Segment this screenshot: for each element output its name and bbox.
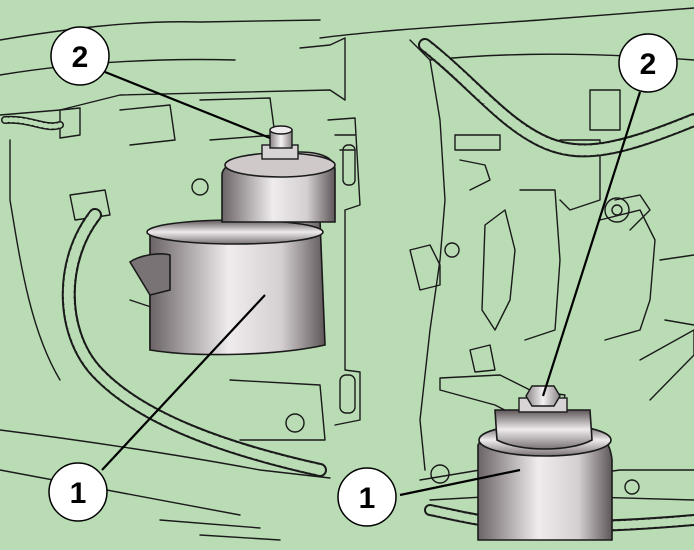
callout-label-left-2: 2	[72, 41, 89, 74]
leader-lines	[101, 70, 642, 497]
left-engine-mount	[128, 151, 336, 356]
leader-line-left-1	[101, 294, 266, 471]
leader-line-right-2	[541, 91, 642, 397]
leader-line-right-1	[399, 468, 521, 497]
callout-label-right-1: 1	[359, 482, 376, 515]
callout-left-1: 1	[48, 462, 108, 522]
right-engine-mount	[477, 409, 613, 541]
leader-line-left-2	[104, 70, 271, 140]
callout-label-left-1: 1	[70, 477, 87, 510]
callout-right-1: 1	[337, 467, 397, 527]
callout-left-2: 2	[50, 26, 110, 86]
left-mount-bolt	[261, 125, 299, 160]
right-mount-bolt	[518, 385, 568, 413]
callout-right-2: 2	[618, 33, 678, 93]
callout-label-right-2: 2	[640, 48, 657, 81]
